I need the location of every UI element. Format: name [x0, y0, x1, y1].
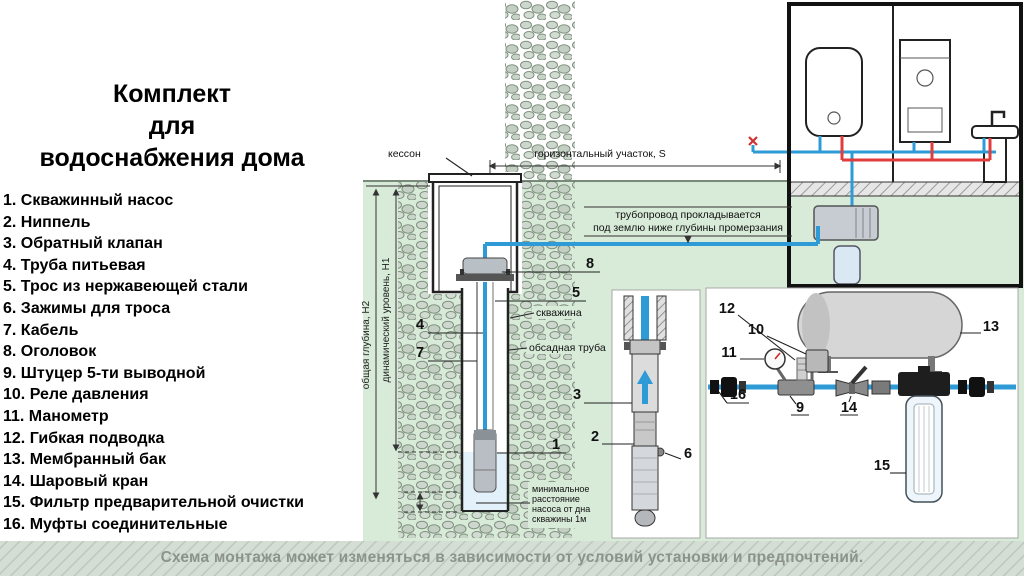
min-distance-line1: минимальное	[532, 484, 589, 494]
callout-16: 16	[718, 387, 749, 404]
wellhead	[456, 257, 514, 281]
hot-pipe	[840, 136, 992, 162]
flow-arrow-icon	[637, 370, 653, 384]
callout-14-number: 14	[841, 400, 857, 416]
page-title: Комплект для водоснабжения дома	[0, 78, 344, 174]
callout-3-number: 3	[573, 387, 581, 403]
surface-inset: 12 10 11 16 9 14	[705, 287, 1019, 539]
callout-13: 13	[960, 319, 999, 335]
callout-12: 12	[719, 301, 796, 361]
callout-15-number: 15	[874, 458, 890, 474]
caisson-lid	[428, 173, 522, 183]
part-item-13: 13. Мембранный бак	[3, 451, 166, 469]
callout-2: 2	[591, 429, 634, 445]
house-slab	[788, 181, 1022, 197]
callout-10: 10	[748, 322, 807, 355]
callout-9-number: 9	[796, 400, 804, 416]
min-distance-line2: расстояние	[532, 494, 580, 504]
callout-2-number: 2	[591, 429, 599, 445]
dynamic-level-label: динамический уровень, Н1	[381, 257, 392, 382]
callout-6: 6	[664, 446, 692, 462]
footer-strip	[0, 541, 1024, 576]
callout-1-number: 1	[552, 437, 560, 453]
callout-12-number: 12	[719, 301, 735, 317]
min-distance-line4: скважины 1м	[532, 514, 586, 524]
callout-16-number: 16	[730, 387, 746, 403]
pre-filter	[898, 366, 950, 503]
part-item-9: 9. Штуцер 5-ти выводной	[3, 364, 206, 382]
coupling-right	[958, 377, 994, 397]
drinking-pipe	[483, 226, 820, 432]
callout-13-number: 13	[983, 319, 999, 335]
callout-9: 9	[789, 395, 809, 416]
part-item-14: 14. Шаровый кран	[3, 472, 149, 490]
callout-6-number: 6	[684, 446, 692, 462]
part-item-12: 12. Гибкая подводка	[3, 429, 165, 447]
callout-10-number: 10	[748, 322, 764, 338]
callout-14: 14	[840, 395, 858, 416]
callout-15: 15	[874, 458, 906, 474]
footer-note: Схема монтажа может изменяться в зависим…	[160, 549, 864, 566]
kesson-label: кессон	[388, 148, 421, 160]
callout-11: 11	[721, 345, 764, 361]
part-item-5: 5. Трос из нержавеющей стали	[3, 278, 248, 296]
part-item-7: 7. Кабель	[3, 321, 79, 339]
horizontal-section-label: горизонтальный участок, S	[534, 148, 666, 160]
callout-7: 7	[416, 345, 477, 362]
part-item-4: 4. Труба питьевая	[3, 256, 146, 274]
pump-inset: 3 2 6	[573, 289, 701, 539]
callout-5-number: 5	[572, 285, 580, 301]
part-item-8: 8. Оголовок	[3, 343, 97, 361]
pipe-note-line2: под землю ниже глубины промерзания	[593, 222, 783, 234]
callouts-main: 8 5 4 7 1	[416, 256, 600, 454]
callout-8-number: 8	[586, 256, 594, 272]
parts-list: 1. Скважинный насос 2. Ниппель 3. Обратн…	[0, 190, 362, 536]
title-line-2: для	[148, 112, 196, 140]
callout-4: 4	[416, 317, 483, 334]
pump-body	[631, 445, 659, 511]
caisson-well	[428, 172, 820, 512]
callout-8: 8	[502, 256, 600, 273]
outdoor-tap	[748, 136, 758, 146]
callout-3: 3	[573, 387, 632, 404]
coupling-left	[710, 377, 746, 397]
well-pump	[473, 429, 497, 493]
dimensions: кессон горизонтальный участок, S трубопр…	[360, 148, 792, 528]
water-heater	[805, 47, 863, 137]
part-item-1: 1. Скважинный насос	[3, 192, 174, 209]
total-depth-label: общая глубина, Н2	[360, 300, 372, 389]
five-way-fitting	[764, 348, 829, 396]
callout-1: 1	[497, 437, 566, 454]
boiler	[899, 39, 951, 143]
house	[748, 2, 1023, 288]
title-line-1: Комплект	[112, 80, 231, 108]
callout-4-number: 4	[416, 317, 424, 333]
part-item-16: 16. Муфты соединительные	[3, 515, 228, 533]
coupling-mid	[871, 380, 891, 395]
borehole-label: скважина	[536, 307, 582, 319]
callout-5: 5	[495, 285, 586, 302]
faucet-icon	[990, 110, 1006, 126]
part-item-2: 2. Ниппель	[3, 213, 91, 231]
pressure-relay	[805, 349, 829, 373]
casing-pipe-label: обсадная труба	[529, 342, 606, 354]
pipe-note-line1: трубопровод прокладывается	[615, 209, 760, 221]
station-filter	[833, 245, 861, 285]
part-item-11: 11. Манометр	[3, 407, 109, 425]
left-panel: Комплект для водоснабжения дома 1. Скваж…	[0, 0, 362, 536]
nipple	[633, 411, 657, 447]
title-line-3: водоснабжения дома	[39, 144, 305, 172]
callout-7-number: 7	[416, 345, 424, 361]
part-item-15: 15. Фильтр предварительной очистки	[3, 494, 304, 512]
part-item-6: 6. Зажимы для троса	[3, 299, 171, 317]
min-distance-line3: насоса от дна	[532, 504, 590, 514]
part-item-3: 3. Обратный клапан	[3, 235, 163, 253]
callout-11-number: 11	[721, 345, 736, 361]
stone-column	[505, 0, 575, 182]
part-item-10: 10. Реле давления	[3, 386, 149, 404]
sink	[971, 110, 1019, 183]
ball-valve	[835, 365, 869, 397]
